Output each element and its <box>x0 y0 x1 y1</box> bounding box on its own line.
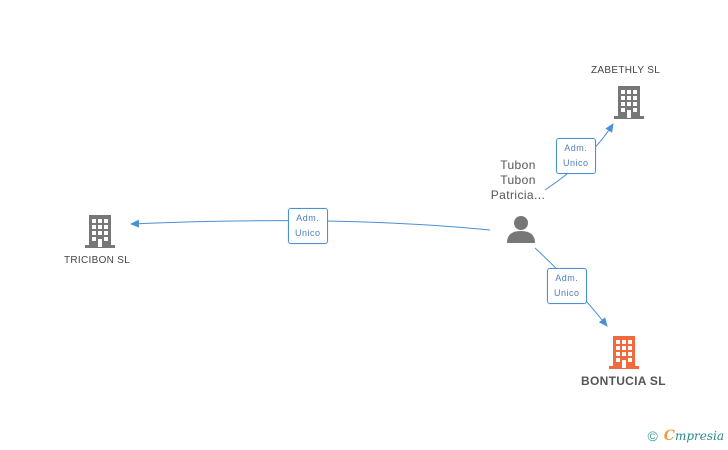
copyright-icon: © <box>647 428 658 444</box>
brand-logo-rest: mpresia <box>674 429 724 443</box>
company-label-tricibon[interactable]: TRICIBON SL <box>64 255 131 266</box>
company-node-bontucia[interactable] <box>607 334 641 375</box>
building-icon <box>609 336 639 369</box>
role-line1: Adm. <box>564 143 588 153</box>
person-name-line2: Tubon <box>500 173 536 187</box>
company-label-zabethly[interactable]: ZABETHLY SL <box>591 65 661 76</box>
role-line1: Adm. <box>555 273 579 283</box>
person-icon <box>507 216 535 243</box>
role-line2: Unico <box>554 288 580 298</box>
company-node-tricibon[interactable] <box>83 213 117 254</box>
role-line2: Unico <box>563 158 589 168</box>
footer-brand: © Cmpresia <box>647 428 724 444</box>
person-name[interactable]: Tubon Tubon Patricia... <box>484 158 552 203</box>
person-name-line3: Patricia... <box>490 188 546 202</box>
role-box-bontucia[interactable]: Adm. Unico <box>547 268 587 304</box>
building-icon <box>85 215 115 248</box>
company-node-zabethly[interactable] <box>612 84 646 125</box>
building-icon <box>614 86 644 119</box>
brand-logo: Cmpresia <box>664 428 724 444</box>
role-line1: Adm. <box>296 213 320 223</box>
role-line2: Unico <box>295 228 321 238</box>
brand-logo-initial: C <box>663 428 675 444</box>
company-label-bontucia[interactable]: BONTUCIA SL <box>581 374 666 388</box>
role-box-zabethly[interactable]: Adm. Unico <box>556 138 596 174</box>
role-box-tricibon[interactable]: Adm. Unico <box>288 208 328 244</box>
person-name-line1: Tubon <box>500 158 536 172</box>
person-node[interactable] <box>505 213 537 250</box>
